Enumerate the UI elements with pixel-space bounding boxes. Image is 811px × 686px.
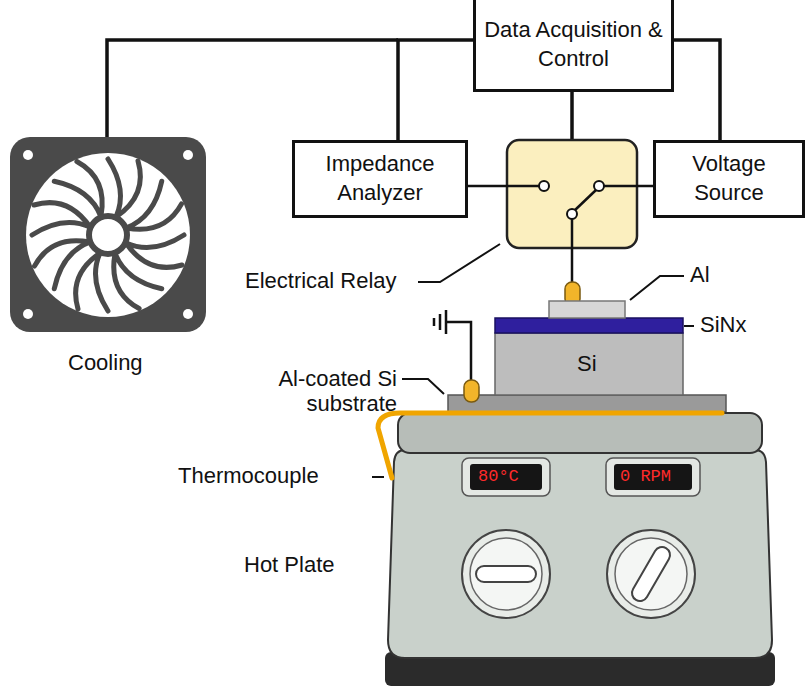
control-wire bbox=[570, 92, 574, 140]
box-text: Impedance Analyzer bbox=[295, 150, 465, 207]
cooling-fan bbox=[10, 137, 206, 332]
part-label: Thermocouple bbox=[178, 463, 319, 488]
control-wire bbox=[107, 40, 398, 137]
leader-lines bbox=[372, 244, 694, 477]
control-wire bbox=[398, 40, 473, 140]
part-label: Si bbox=[577, 351, 597, 376]
hot-plate bbox=[385, 413, 775, 686]
electrical-relay bbox=[464, 140, 657, 306]
display-readout: 0 RPM bbox=[620, 467, 671, 487]
part-label: Al-coated Si substrate bbox=[225, 366, 397, 417]
box-text: Voltage Source bbox=[656, 150, 802, 207]
display-readout: 80°C bbox=[478, 467, 519, 487]
control-wire bbox=[674, 40, 720, 140]
ground-probe bbox=[434, 310, 479, 402]
part-label: SiNx bbox=[700, 312, 746, 337]
sample-stack bbox=[448, 301, 726, 412]
part-label: Electrical Relay bbox=[245, 268, 397, 293]
box-text: Data Acquisition & Control bbox=[476, 16, 671, 73]
control-box: Data Acquisition & Control bbox=[473, 0, 674, 92]
part-label: Al bbox=[690, 262, 710, 287]
part-label: Hot Plate bbox=[244, 552, 335, 577]
instrument-box: Voltage Source bbox=[653, 140, 805, 218]
part-label: Cooling bbox=[68, 350, 143, 375]
instrument-box: Impedance Analyzer bbox=[292, 140, 468, 218]
